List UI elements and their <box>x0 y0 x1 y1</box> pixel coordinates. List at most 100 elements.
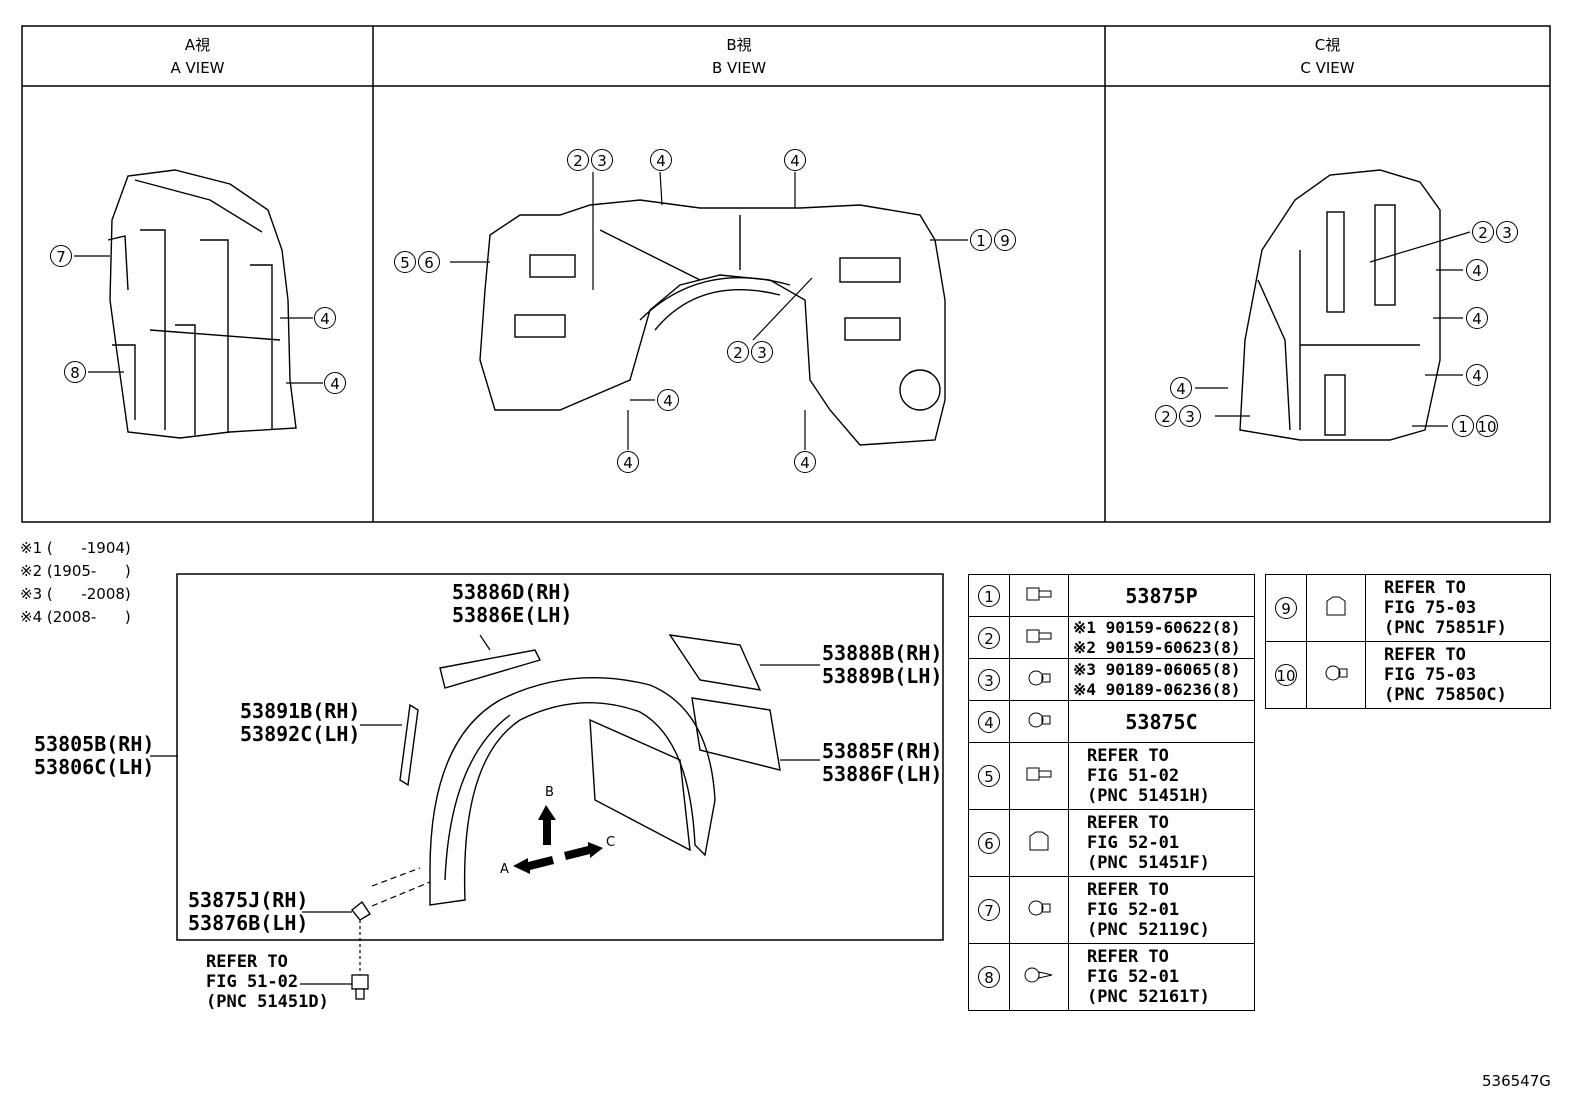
callout-number: 8 <box>64 361 86 383</box>
part-number: 53805B(RH) <box>34 732 155 756</box>
refer-line: REFER TO <box>206 952 288 972</box>
callout-number: 9 <box>994 229 1016 251</box>
legend-desc: ※3 90189-06065(8)※4 90189-06236(8) <box>1068 658 1255 701</box>
direction-arrows <box>513 805 603 874</box>
callout-number: 1 <box>1452 415 1474 437</box>
callout-number: 4 <box>314 307 336 329</box>
nut-clip-icon <box>1009 809 1069 877</box>
legend-row[interactable]: 3 ※3 90189-06065(8)※4 90189-06236(8) <box>968 658 1255 701</box>
legend-desc: 53875P <box>1068 574 1255 617</box>
part-label-53885[interactable]: 53885F(RH) 53886F(LH) <box>822 740 942 786</box>
part-number: 53806C(LH) <box>34 755 155 779</box>
refer-label-bottom[interactable]: REFER TO FIG 51-02 (PNC 51451D) <box>206 952 329 1012</box>
fastener-legend-table: 1 53875P 2 ※1 90159-60622(8)※2 90159-606… <box>968 574 1255 1011</box>
callout-number: 7 <box>50 245 72 267</box>
legend-number: 8 <box>978 966 1000 988</box>
legend-number: 5 <box>978 765 1000 787</box>
part-number: 53885F(RH) <box>822 739 943 763</box>
view-arrow-c-label: C <box>606 835 616 850</box>
callout-number: 4 <box>1466 259 1488 281</box>
applicability-notes: ※1 ( -1904) ※2 (1905- ) ※3 ( -2008) ※4 (… <box>20 537 131 629</box>
a-view-liner-drawing <box>107 169 297 439</box>
legend-row[interactable]: 1 53875P <box>968 574 1255 617</box>
legend-row[interactable]: 4 53875C <box>968 700 1255 743</box>
callout-number: 4 <box>324 372 346 394</box>
part-label-53805[interactable]: 53805B(RH) 53806C(LH) <box>34 733 154 779</box>
callout-number: 2 <box>1155 405 1177 427</box>
callout-number: 3 <box>751 341 773 363</box>
clip-icon <box>1009 876 1069 944</box>
part-number: 53892C(LH) <box>240 722 361 746</box>
legend-number: 2 <box>978 626 1000 649</box>
legend-number: 4 <box>978 710 1000 733</box>
screw-drawing <box>351 974 369 1000</box>
callout-number: 3 <box>591 149 613 171</box>
b-view-liner-drawing <box>479 199 946 446</box>
callout-b4a: 4 <box>650 149 674 171</box>
callout-a4b: 4 <box>324 372 348 394</box>
screw-icon <box>1009 943 1069 1011</box>
part-number: 53876B(LH) <box>188 911 309 935</box>
note-line: ※1 ( -1904) <box>20 539 131 557</box>
part-number: 53886E(LH) <box>452 603 573 627</box>
part-number: 53888B(RH) <box>822 641 943 665</box>
clip-icon <box>1306 641 1366 709</box>
legend-number: 9 <box>1275 597 1297 619</box>
part-number: 53875J(RH) <box>188 888 309 912</box>
callout-number: 10 <box>1476 415 1498 437</box>
callout-c4a: 4 <box>1466 259 1490 281</box>
bolt-icon <box>1009 616 1069 659</box>
view-title-jp: C視 <box>1314 36 1341 54</box>
callout-number: 2 <box>727 341 749 363</box>
legend-row[interactable]: 2 ※1 90159-60622(8)※2 90159-60623(8) <box>968 616 1255 659</box>
view-header-c: C視 C VIEW <box>1105 34 1550 80</box>
part-label-53875j[interactable]: 53875J(RH) 53876B(LH) <box>188 889 308 935</box>
callout-b4b: 4 <box>784 149 808 171</box>
callout-number: 3 <box>1179 405 1201 427</box>
part-number: 53886D(RH) <box>452 580 573 604</box>
callout-number: 4 <box>1466 364 1488 386</box>
legend-desc: 53875C <box>1068 700 1255 743</box>
callout-b4c: 4 <box>657 389 681 411</box>
view-header-b: B視 B VIEW <box>373 34 1105 80</box>
callout-c4d: 4 <box>1170 377 1194 399</box>
callout-number: 4 <box>784 149 806 171</box>
diagram-id: 536547G <box>1482 1072 1551 1090</box>
callout-number: 4 <box>1466 307 1488 329</box>
bolt-icon <box>1009 742 1069 810</box>
part-label-53888[interactable]: 53888B(RH) 53889B(LH) <box>822 642 942 688</box>
callout-number: 1 <box>970 229 992 251</box>
note-line: ※2 (1905- ) <box>20 562 131 580</box>
legend-number: 7 <box>978 899 1000 921</box>
callout-b4d: 4 <box>617 451 641 473</box>
view-arrow-a-label: A <box>500 862 509 877</box>
part-label-53891[interactable]: 53891B(RH) 53892C(LH) <box>240 700 360 746</box>
view-title-jp: A視 <box>184 36 211 54</box>
callout-number: 2 <box>1472 221 1494 243</box>
callout-number: 3 <box>1496 221 1518 243</box>
nut-clip-icon <box>1306 574 1366 642</box>
part-label-53886[interactable]: 53886D(RH) 53886E(LH) <box>452 581 572 627</box>
legend-number: 1 <box>978 584 1000 607</box>
part-number: 53891B(RH) <box>240 699 361 723</box>
callout-a8: 8 <box>64 361 88 383</box>
legend-number: 10 <box>1275 664 1297 686</box>
note-line: ※4 (2008- ) <box>20 608 131 626</box>
